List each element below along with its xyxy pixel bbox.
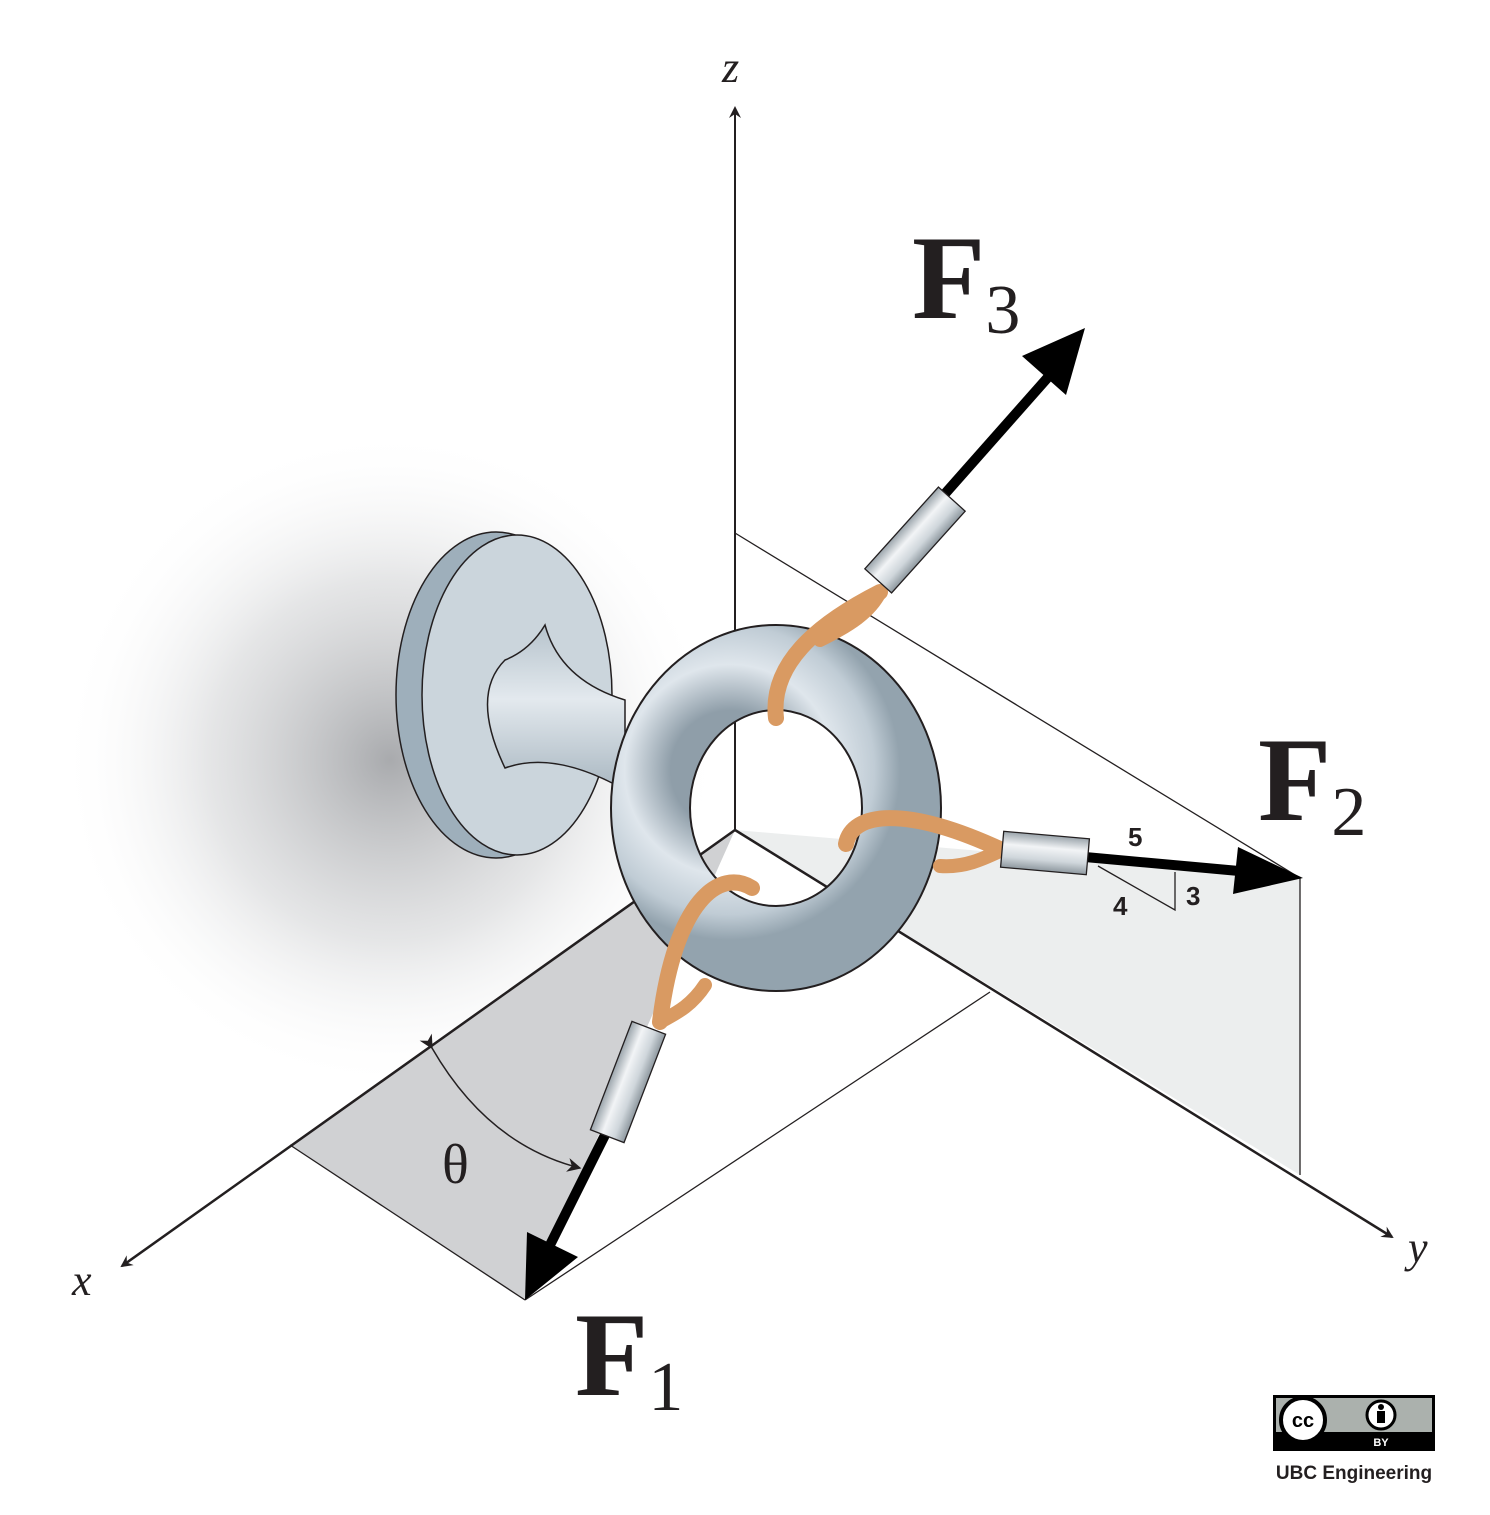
f1-arrowhead xyxy=(525,1232,578,1300)
f2-sleeve xyxy=(999,830,1091,876)
f3-arrow-shaft xyxy=(931,371,1054,509)
ropes xyxy=(652,584,1010,1030)
f2-label: F2 xyxy=(1258,713,1366,851)
rope-f1-loop xyxy=(653,978,712,1029)
f3-guide-line xyxy=(734,532,1301,879)
theta-label: θ xyxy=(442,1134,469,1196)
theta-arc xyxy=(419,1033,582,1172)
f3-subscript: 3 xyxy=(985,272,1020,349)
eyebolt-base xyxy=(395,531,626,859)
f1-plane-edge xyxy=(289,1144,526,1301)
f3-arrowhead xyxy=(1022,328,1085,395)
slope-triangle-lines xyxy=(1097,865,1176,912)
rope-f3-loop xyxy=(813,585,887,647)
rope-f2 xyxy=(838,810,1010,858)
slope-rise-label: 3 xyxy=(1186,881,1200,911)
cc-icon xyxy=(1279,1396,1327,1444)
rope-f3 xyxy=(767,584,888,726)
f1-letter: F xyxy=(575,1288,648,1421)
attribution-icon-body xyxy=(1377,1411,1385,1423)
license-badge: cc BY xyxy=(1273,1395,1435,1451)
z-axis-label: z xyxy=(721,43,739,92)
slope-base-label: 4 xyxy=(1113,891,1128,921)
f1-subscript: 1 xyxy=(648,1349,683,1426)
f2-letter: F xyxy=(1258,713,1331,846)
f3-sleeve xyxy=(863,486,967,594)
slope-hyp-label: 5 xyxy=(1128,822,1142,852)
slope-triangle: 5 4 3 xyxy=(1097,822,1200,921)
f2-subscript: 2 xyxy=(1331,774,1366,851)
f1-label: F1 xyxy=(575,1288,683,1426)
x-axis-label: x xyxy=(71,1256,92,1305)
y-axis-label: y xyxy=(1404,1223,1428,1272)
f2-arrow-shaft xyxy=(1084,852,1251,877)
f3-label: F3 xyxy=(912,211,1020,349)
badge-by-text: BY xyxy=(1373,1437,1389,1449)
rope-f1 xyxy=(652,874,760,1030)
license-credit: UBC Engineering xyxy=(1276,1463,1432,1484)
attribution-icon-head xyxy=(1378,1404,1384,1410)
rope-f2-loop xyxy=(933,843,1009,874)
f3-letter: F xyxy=(912,211,985,344)
f1-sleeve xyxy=(589,1020,667,1144)
bolt-stem xyxy=(486,623,626,792)
cc-icon-text: cc xyxy=(1292,1410,1314,1432)
f2-arrowhead xyxy=(1233,847,1303,894)
f1-plane-far-edge xyxy=(524,991,991,1301)
f1-arrow-shaft xyxy=(540,1132,610,1258)
